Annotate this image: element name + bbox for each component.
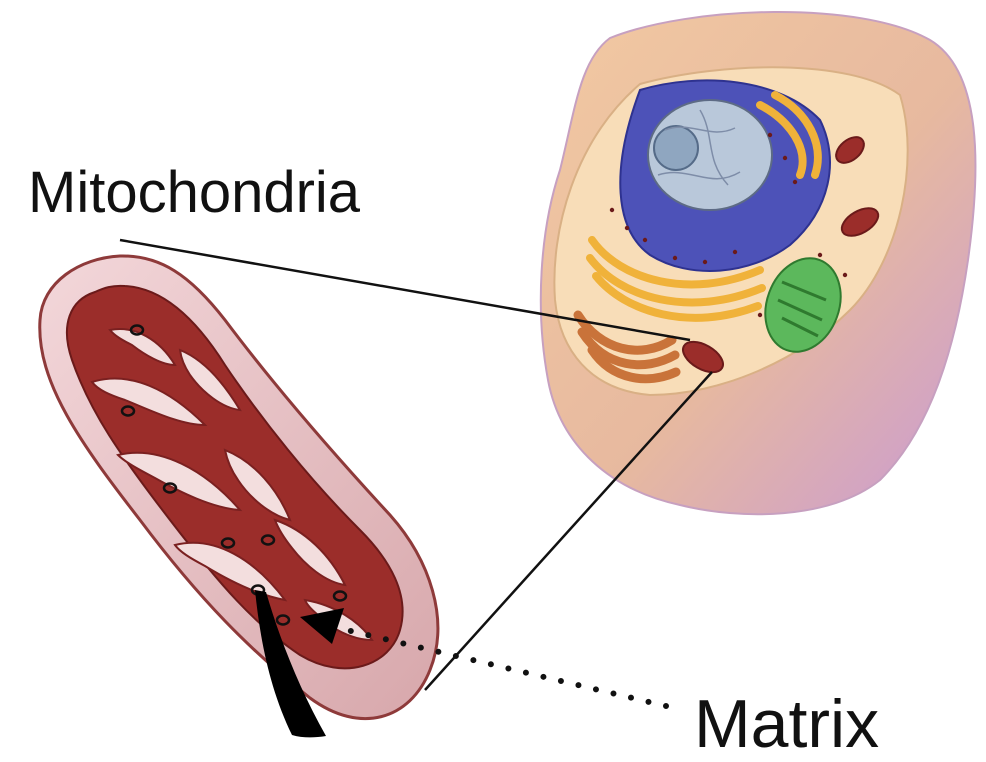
nucleolus (654, 126, 698, 170)
mitochondria-label: Mitochondria (28, 164, 360, 222)
mitochondrion-cutaway (40, 256, 438, 737)
animal-cell (541, 12, 976, 514)
matrix-label: Matrix (694, 690, 879, 758)
